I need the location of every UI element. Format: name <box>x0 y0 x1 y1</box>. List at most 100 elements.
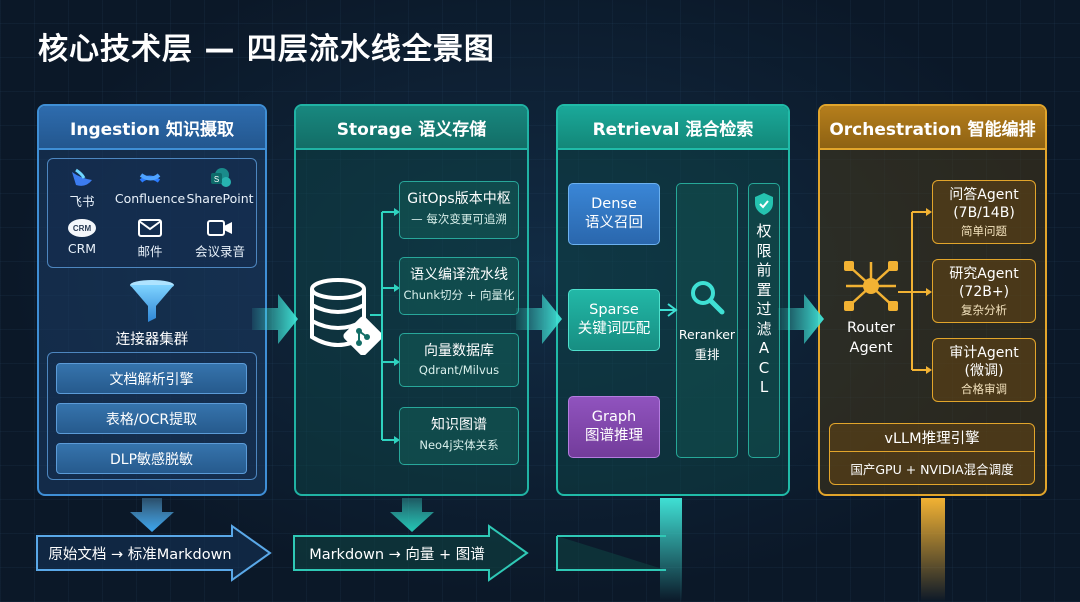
acl-char: 权 <box>756 222 772 240</box>
dense-box: Dense 语义召回 <box>568 183 660 245</box>
retrieval-output-arrow <box>556 524 666 582</box>
graph-box: Graph 图谱推理 <box>568 396 660 458</box>
ocr-extract: 表格/OCR提取 <box>56 403 247 434</box>
arrow-storage-to-retrieval <box>516 294 562 344</box>
arrow-to-reranker <box>660 303 678 317</box>
shield-icon <box>753 192 775 220</box>
source-label: Confluence <box>114 191 186 206</box>
storage-branch-lines <box>370 208 400 444</box>
mail-icon <box>138 217 162 239</box>
graph-title: Graph <box>591 409 637 425</box>
acl-char: C <box>758 358 770 377</box>
reranker-sub: 重排 <box>694 346 720 362</box>
compile-pipeline-box: 语义编译流水线 Chunk切分 + 向量化 <box>399 257 519 315</box>
knowledge-graph-box: 知识图谱 Neo4j实体关系 <box>399 407 519 465</box>
source-confluence: Confluence <box>110 167 190 206</box>
router-network-icon <box>840 258 902 318</box>
source-feishu: 飞书 <box>42 167 122 210</box>
acl-box: 权 限 前 置 过 滤 A C L <box>748 183 780 458</box>
retrieval-header: Retrieval 混合检索 <box>558 106 788 150</box>
audit-agent-desc: 合格审调 <box>961 382 1007 396</box>
dense-sub: 语义召回 <box>585 215 643 231</box>
arrow-ingest-to-storage <box>252 294 298 344</box>
cluster-label: 连接器集群 <box>115 332 189 348</box>
audit-agent-name: 审计Agent <box>949 345 1019 361</box>
acl-char: 前 <box>756 261 772 279</box>
source-grid: 飞书 Confluence S SharePoint CRM CRM 邮件 会议… <box>47 158 257 268</box>
down-arrow-storage <box>390 498 434 532</box>
page-title: 核心技术层 — 四层流水线全景图 <box>38 32 495 67</box>
ingestion-output-label: 原始文档 → 标准Markdown <box>48 546 232 563</box>
source-label: CRM <box>67 241 97 256</box>
vector-db-title: 向量数据库 <box>424 343 494 359</box>
acl-label: 权 限 前 置 过 滤 A C L <box>756 222 771 398</box>
ingestion-output-arrow: 原始文档 → 标准Markdown <box>36 524 272 582</box>
acl-char: 滤 <box>756 319 772 338</box>
source-sharepoint: S SharePoint <box>180 167 260 206</box>
sparse-title: Sparse <box>589 302 639 318</box>
arrow-retrieval-to-orchestration <box>778 294 824 344</box>
gitops-box: GitOps版本中枢 — 每次变更可追溯 <box>399 181 519 239</box>
funnel-icon <box>124 278 180 330</box>
router-line1: Router <box>846 320 896 336</box>
audit-agent-box: 审计Agent (微调) 合格审调 <box>932 338 1036 402</box>
sparse-sub: 关键词匹配 <box>577 321 651 337</box>
retrieval-glow-beam <box>660 498 682 602</box>
storage-output-arrow: Markdown → 向量 + 图谱 <box>293 524 529 582</box>
source-label: SharePoint <box>186 191 254 206</box>
doc-parse-engine: 文档解析引擎 <box>56 363 247 394</box>
feishu-icon <box>70 167 94 189</box>
gitops-title: GitOps版本中枢 <box>407 191 511 207</box>
storage-header: Storage 语义存储 <box>296 106 527 150</box>
gitops-sub: — 每次变更可追溯 <box>411 212 507 226</box>
source-crm: CRM CRM <box>42 217 122 256</box>
research-agent-desc: 复杂分析 <box>961 303 1007 317</box>
search-icon <box>689 279 725 319</box>
vllm-sub: 国产GPU + NVIDIA混合调度 <box>850 461 1014 477</box>
reranker-title: Reranker <box>678 326 736 342</box>
source-meeting: 会议录音 <box>180 217 260 260</box>
router-branch-lines <box>898 208 932 374</box>
compile-title: 语义编译流水线 <box>410 267 508 283</box>
router-line2: Agent <box>849 340 893 356</box>
crm-icon-text: CRM <box>73 224 92 233</box>
acl-char: A <box>758 339 770 357</box>
research-agent-model: (72B+) <box>958 284 1010 300</box>
source-label: 邮件 <box>137 244 163 259</box>
orchestration-header: Orchestration 智能编排 <box>820 106 1045 150</box>
source-email: 邮件 <box>110 217 190 260</box>
vector-db-box: 向量数据库 Qdrant/Milvus <box>399 333 519 387</box>
kg-sub: Neo4j实体关系 <box>419 438 499 452</box>
qa-agent-model: (7B/14B) <box>953 205 1015 221</box>
dlp-masking: DLP敏感脱敏 <box>56 443 247 474</box>
vector-db-sub: Qdrant/Milvus <box>418 363 500 377</box>
orchestration-glow-beam <box>921 498 945 602</box>
acl-char: 过 <box>756 300 772 318</box>
svg-text:S: S <box>214 175 219 184</box>
vllm-title: vLLM推理引擎 <box>830 424 1034 452</box>
crm-icon: CRM <box>67 217 97 239</box>
qa-agent-name: 问答Agent <box>949 187 1019 203</box>
video-icon <box>207 217 233 239</box>
research-agent-box: 研究Agent (72B+) 复杂分析 <box>932 259 1036 323</box>
database-git-icon <box>306 275 386 359</box>
research-agent-name: 研究Agent <box>949 266 1019 282</box>
acl-char: L <box>759 378 769 396</box>
audit-agent-model: (微调) <box>964 363 1004 379</box>
reranker-box: Reranker 重排 <box>676 183 738 458</box>
confluence-icon <box>139 167 161 189</box>
router-agent-label: Router Agent <box>828 318 914 358</box>
sparse-box: Sparse 关键词匹配 <box>568 289 660 351</box>
source-label: 飞书 <box>69 194 95 209</box>
kg-title: 知识图谱 <box>431 417 487 433</box>
compile-sub: Chunk切分 + 向量化 <box>403 288 515 302</box>
dense-title: Dense <box>591 196 637 212</box>
source-label: 会议录音 <box>194 244 245 259</box>
vllm-box: vLLM推理引擎 国产GPU + NVIDIA混合调度 <box>829 423 1035 485</box>
qa-agent-desc: 简单问题 <box>961 224 1007 238</box>
graph-sub: 图谱推理 <box>585 428 643 444</box>
acl-char: 限 <box>756 241 772 260</box>
acl-char: 置 <box>756 280 772 299</box>
ingestion-header: Ingestion 知识摄取 <box>39 106 265 150</box>
